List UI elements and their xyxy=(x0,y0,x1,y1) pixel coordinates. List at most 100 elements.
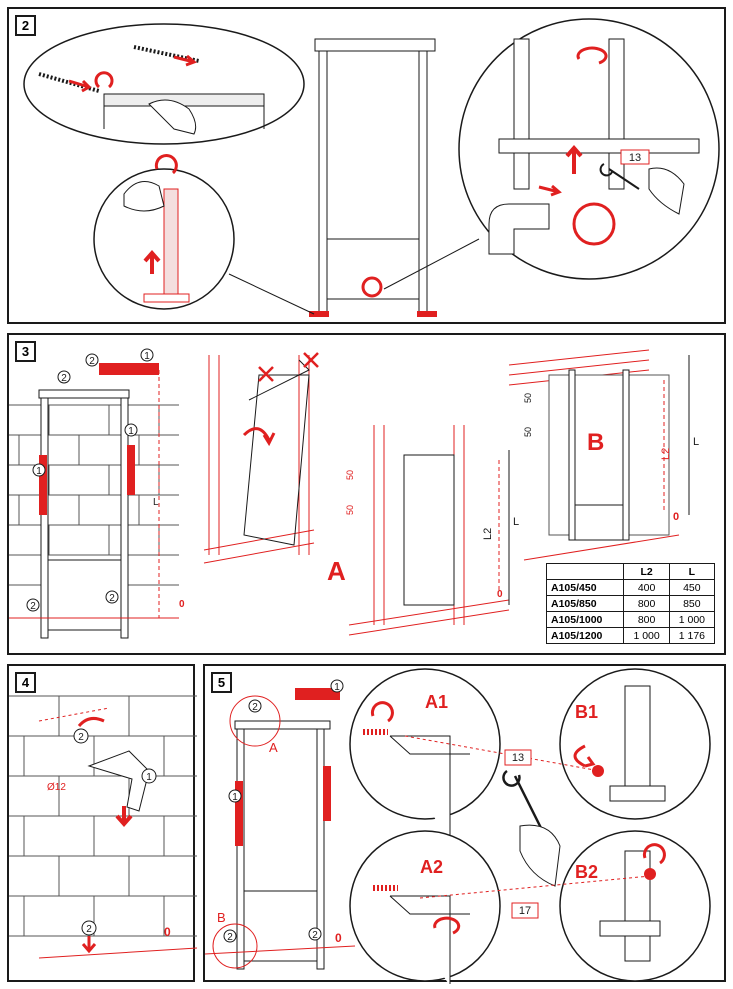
dim-50: 50 xyxy=(523,393,533,403)
rotate-arrow-icon xyxy=(576,46,608,65)
wrench-icon xyxy=(599,163,640,190)
variant-a-studs xyxy=(203,352,510,636)
detail-b2: B2 xyxy=(559,830,711,982)
detail-a-label: A xyxy=(269,740,278,755)
push-arrow-icon xyxy=(68,79,92,93)
dim-50: 50 xyxy=(345,470,355,480)
step-2-illustration: 13 xyxy=(23,18,720,317)
push-arrow-icon xyxy=(538,184,562,197)
hand-icon xyxy=(519,824,561,887)
variant-b-frame xyxy=(508,349,690,561)
callout-2: 2 xyxy=(86,924,92,935)
wrench-size-13: 13 xyxy=(512,752,524,764)
callout-2: 2 xyxy=(252,702,258,713)
pipe-icon xyxy=(488,203,550,255)
table-cell: 400 xyxy=(623,579,670,596)
step-number-4: 4 xyxy=(15,672,36,693)
floor-zero: 0 xyxy=(164,925,171,939)
step-number-3: 3 xyxy=(15,341,36,362)
floor-zero: 0 xyxy=(497,589,503,600)
table-cell: 800 xyxy=(623,611,670,628)
panel-step-3: 3 1 2 2 1 1 2 2 0 L xyxy=(7,333,726,655)
floor-zero: 0 xyxy=(673,511,679,523)
table-cell: 800 xyxy=(623,595,670,612)
detail-a2-title: A2 xyxy=(420,857,443,877)
hand-icon xyxy=(648,167,685,215)
dim-50: 50 xyxy=(523,427,533,437)
table-cell: A105/450 xyxy=(545,579,625,596)
drill-icon xyxy=(87,750,150,812)
callout-2: 2 xyxy=(312,930,318,941)
hand-icon xyxy=(123,181,165,212)
rotate-arrow-icon xyxy=(433,916,461,935)
callout-2: 2 xyxy=(227,932,233,943)
installation-frame xyxy=(228,38,480,317)
floor-zero: 0 xyxy=(179,599,185,610)
brick-wall xyxy=(9,404,179,586)
dim-L: L xyxy=(513,516,519,528)
table-cell: 450 xyxy=(668,579,716,596)
push-arrow-icon xyxy=(173,54,197,67)
panel-step-5: 5 1 2 1 2 2 A B 0 xyxy=(203,664,726,984)
panel-step-2: 2 xyxy=(7,7,726,324)
hand-icon xyxy=(148,99,197,135)
callout-2: 2 xyxy=(109,593,115,604)
step-number-2: 2 xyxy=(15,15,36,36)
wrench-size-17: 17 xyxy=(519,905,531,917)
step-5-illustration: 1 2 1 2 2 A B 0 A1 B1 xyxy=(205,668,711,984)
rotate-arrow-icon xyxy=(77,716,105,728)
table-cell: 1 000 xyxy=(668,611,716,628)
callout-1: 1 xyxy=(232,792,238,803)
drain-pipe-detail: 13 xyxy=(458,18,720,280)
drill-diameter-label: Ø12 xyxy=(47,782,66,793)
rotate-arrow-icon xyxy=(573,744,596,768)
dim-L2: L2 xyxy=(482,528,494,540)
rotate-arrow-icon xyxy=(642,843,666,865)
step-number-5: 5 xyxy=(211,672,232,693)
table-header: L2 xyxy=(623,563,670,580)
table-cell: 1 176 xyxy=(668,627,716,644)
cross-mark-icon xyxy=(258,352,319,382)
wall-frame xyxy=(205,688,356,970)
up-arrow-icon xyxy=(143,249,161,274)
wrench-icon xyxy=(502,769,547,837)
callout-1: 1 xyxy=(144,351,150,362)
callout-1: 1 xyxy=(334,682,340,693)
dim-L: L xyxy=(153,497,159,508)
callout-1: 1 xyxy=(128,426,134,437)
variant-a-label: A xyxy=(327,556,346,586)
dim-L2: L2 xyxy=(660,448,672,460)
dim-50: 50 xyxy=(345,505,355,515)
callout-2: 2 xyxy=(89,356,95,367)
table-cell: 1 000 xyxy=(623,627,670,644)
table-cell: A105/850 xyxy=(545,595,625,612)
down-arrow-icon xyxy=(115,806,133,828)
table-row: A105/1200 1 000 1 176 xyxy=(545,627,716,644)
step-4-illustration: 2 1 2 Ø12 0 xyxy=(9,695,197,959)
callout-1: 1 xyxy=(146,772,152,783)
detail-a1: A1 xyxy=(349,668,501,846)
callout-2: 2 xyxy=(78,732,84,743)
wrench-size-13: 13 xyxy=(629,152,641,164)
table-header: L xyxy=(668,563,716,580)
down-arrow-icon xyxy=(81,936,97,954)
table-header xyxy=(545,563,625,580)
floor-zero: 0 xyxy=(335,931,342,945)
table-header-row: L2 L xyxy=(545,563,716,580)
variant-b-label: B xyxy=(587,429,604,456)
up-arrow-icon xyxy=(565,144,583,174)
anchor-rods-detail xyxy=(23,23,305,145)
rotate-arrow-icon xyxy=(242,427,276,447)
dim-L: L xyxy=(693,436,699,448)
detail-b-label: B xyxy=(217,910,226,925)
step-3-illustration: 1 2 2 1 1 2 2 0 L A 50 50 L2 L 0 xyxy=(9,348,699,639)
brick-wall xyxy=(9,695,197,937)
panel-step-4: 4 2 1 2 Ø12 0 xyxy=(7,664,197,982)
table-cell: A105/1000 xyxy=(545,611,625,628)
detail-b1-title: B1 xyxy=(575,702,598,722)
table-cell: 850 xyxy=(668,595,716,612)
dimension-table: L2 L A105/450 400 450 A105/850 800 850 A… xyxy=(545,563,716,644)
callout-1: 1 xyxy=(36,466,42,477)
table-row: A105/450 400 450 xyxy=(545,579,716,596)
table-cell: A105/1200 xyxy=(545,627,625,644)
